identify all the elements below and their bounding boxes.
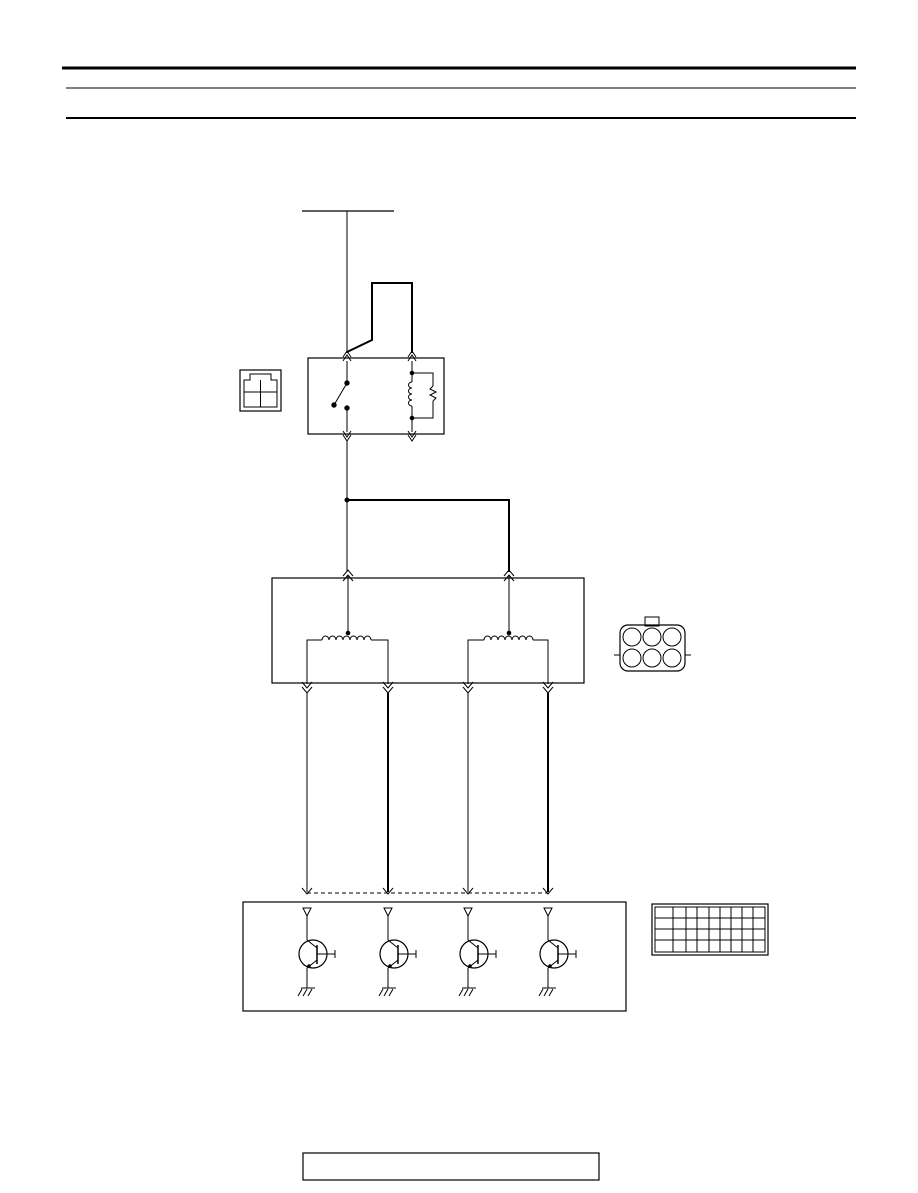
coil-a-winding [321, 635, 372, 641]
ground-hatch [468, 988, 474, 997]
coil-b-supply-wire [347, 499, 510, 572]
relay-to-motor-wiring [344, 441, 510, 572]
transistor-emitter-arrow [307, 964, 311, 968]
motor-pin-2-arrow [382, 681, 394, 689]
relay-pin-3-arrow [342, 430, 352, 438]
diode-triangle-icon [463, 907, 473, 918]
relay-pin-3-arrow-b [342, 434, 352, 442]
coil-b-winding [483, 635, 534, 641]
multi-pin-connector-icon [651, 903, 769, 956]
relay-coil-supply-wire [346, 282, 413, 353]
6-pin-connector-pin [642, 648, 662, 668]
relay-resistor [428, 385, 438, 402]
relay-pin-1-arrow [342, 350, 352, 358]
transistor-collector [387, 939, 399, 949]
6-pin-connector-latch [644, 616, 660, 627]
diode-triangle-icon [383, 907, 393, 918]
relay-switch-blade [333, 382, 348, 406]
motor-to-module-wiring [301, 693, 554, 895]
6-pin-connector-pin [662, 648, 682, 668]
power-bus [302, 210, 413, 353]
motor-pin-top-b-arrow [503, 569, 515, 577]
coil-b-tap-node [506, 630, 512, 636]
6-pin-connector-pin [662, 627, 682, 647]
diode-triangle-icon [543, 907, 553, 918]
coil-b-left-lead [467, 639, 484, 684]
ground-hatch [543, 988, 549, 997]
coil-a-left-lead [306, 639, 322, 684]
4-pin-connector-inner [243, 373, 278, 408]
module-pin-2-arrow [382, 887, 394, 895]
relay-switch-pivot [331, 402, 337, 408]
relay-pin-2-arrow-b [407, 354, 417, 362]
6-pin-connector-icon [614, 616, 691, 672]
ground-hatch [383, 988, 389, 997]
stepper-motor-box [271, 577, 585, 684]
transistor-collector [547, 939, 559, 949]
coil-a-right-lead [371, 639, 389, 684]
motor-pin-1-arrow [301, 681, 313, 689]
relay-resistor-return [412, 401, 434, 419]
stepper-motor [271, 569, 585, 694]
motor-pin-top-a-arrow-b [342, 574, 354, 582]
control-module-box [242, 901, 627, 1012]
relay-coil [408, 381, 413, 407]
relay [307, 350, 445, 442]
module-pin-1-arrow [301, 887, 313, 895]
module-pin-4-arrow [542, 887, 554, 895]
diode-triangle-icon [302, 907, 312, 918]
page-header [62, 66, 856, 119]
control-module [242, 901, 627, 1012]
page-footer [302, 1152, 600, 1181]
relay-pin-1-arrow-b [342, 354, 352, 362]
relay-resistor-loop [412, 372, 434, 386]
6-pin-connector-pin [622, 627, 642, 647]
transistor-emitter-arrow [388, 964, 392, 968]
ground-hatch [458, 988, 464, 997]
ground-hatch [463, 988, 469, 997]
transistor-emitter-arrow [468, 964, 472, 968]
multi-pin-connector-outer [651, 903, 769, 956]
ground-hatch [538, 988, 544, 997]
ground-hatch [297, 988, 303, 997]
module-pin-3-arrow [462, 887, 474, 895]
relay-pin-4-arrow-b [407, 434, 417, 442]
control-module-transistors [297, 907, 577, 997]
4-pin-connector-icon [239, 369, 282, 412]
6-pin-connector-pin [622, 648, 642, 668]
4-pin-connector-outer [239, 369, 282, 412]
coil-b-right-lead [533, 639, 549, 684]
transistor-emitter-arrow [548, 964, 552, 968]
6-pin-connector-body [619, 624, 686, 672]
motor-pin-top-a-arrow [342, 569, 354, 577]
transistor-collector [467, 939, 479, 949]
motor-pin-3-arrow [462, 681, 474, 689]
6-pin-connector-pin [642, 627, 662, 647]
relay-pin-2-arrow [407, 350, 417, 358]
motor-pin-4-arrow [542, 681, 554, 689]
transistor-collector [306, 939, 318, 949]
coil-a-tap-node [345, 630, 351, 636]
footer-box [302, 1152, 600, 1181]
ground-hatch [548, 988, 554, 997]
relay-pin-4-arrow [407, 430, 417, 438]
ground-hatch [302, 988, 308, 997]
ground-hatch [388, 988, 394, 997]
multi-pin-connector-grid [655, 907, 765, 952]
ground-hatch [307, 988, 313, 997]
ground-hatch [378, 988, 384, 997]
relay-box [307, 357, 445, 435]
motor-pin-top-b-arrow-b [503, 574, 515, 582]
